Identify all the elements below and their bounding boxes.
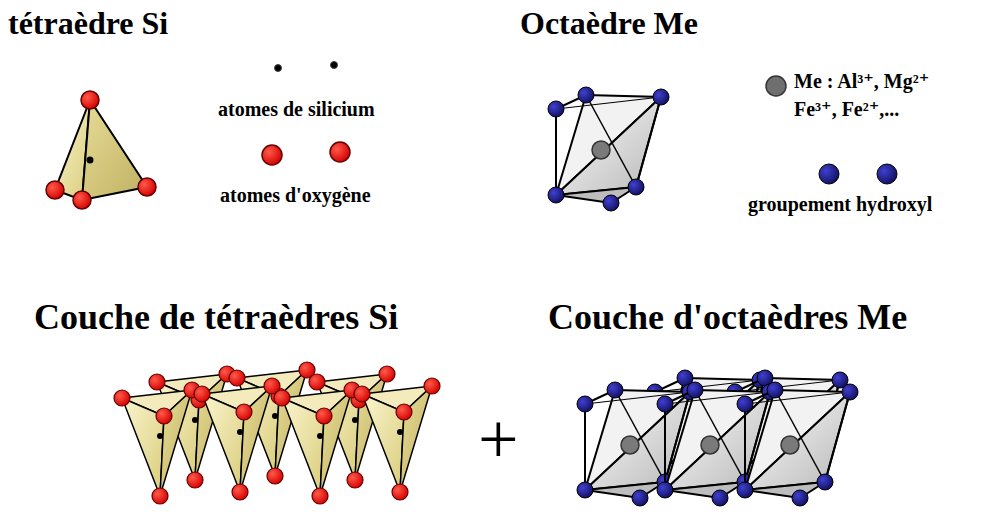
label: atomes d'oxygène: [220, 184, 371, 206]
label: atomes de silicium: [218, 98, 375, 120]
label: Me : Al³⁺, Mg²⁺: [794, 70, 929, 92]
label: Couche d'octaèdres Me: [548, 298, 907, 338]
label: Octaèdre Me: [520, 6, 698, 41]
label: tétraèdre Si: [8, 6, 168, 41]
label: Fe³⁺, Fe²⁺,...: [794, 98, 899, 120]
plus-sign: +: [478, 400, 519, 479]
label: Couche de tétraèdres Si: [34, 298, 398, 338]
label: groupement hydroxyl: [748, 193, 932, 215]
